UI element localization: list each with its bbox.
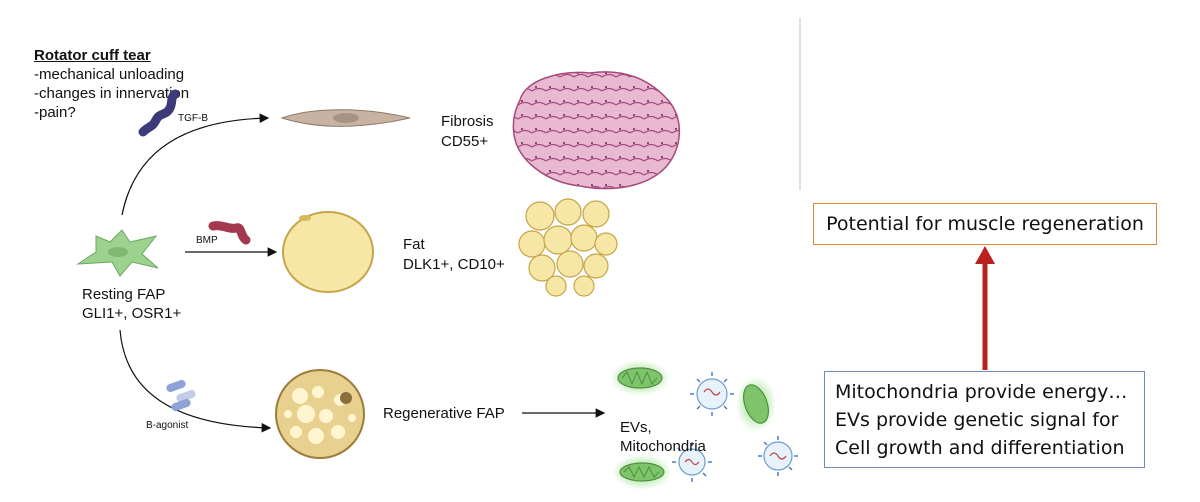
cause-item: -changes in innervation [34,85,190,102]
tgfb-label: TGF-B [178,113,208,124]
arrow-to-fibrosis [121,113,270,216]
resting-fap-marker: GLI1+, OSR1+ [82,305,182,322]
arrow-to-regenerative [119,329,272,433]
evs-label: EVs, [620,419,652,436]
regenerative-fap-label: Regenerative FAP [383,405,505,422]
cause-item: -pain? [34,104,76,121]
adipocyte-cell-icon [282,211,374,293]
regeneration-text: Potential for muscle regeneration [826,213,1144,235]
extracellular-vesicle-icon [690,372,734,416]
fibrosis-marker: CD55+ [441,133,489,150]
fat-marker: DLK1+, CD10+ [403,256,505,273]
bagonist-label: B-agonist [146,420,189,431]
mito-box-line: Cell growth and differentiation [835,437,1125,459]
mitochondria-box: Mitochondria provide energy… EVs provide… [824,371,1145,468]
fibrotic-tissue-icon [512,71,680,190]
extracellular-vesicle-icon [758,436,798,476]
tgfb-protein-icon [138,89,180,137]
fat-label: Fat [403,236,425,253]
mitochondria-icon [736,376,776,432]
mitochondria-icon [610,360,670,396]
mitochondria-icon [612,454,672,490]
regenerative-fap-cell-icon [275,369,365,459]
regeneration-box: Potential for muscle regeneration [813,203,1157,245]
resting-fap-cell-icon [76,229,159,277]
upward-arrow [975,246,995,370]
pill-icon [166,379,196,412]
bmp-label: BMP [196,235,218,246]
mito-box-line: EVs provide genetic signal for [835,409,1119,431]
cause-item: -mechanical unloading [34,66,185,83]
fibroblast-cell-icon [280,109,411,127]
resting-fap-label: Resting FAP [82,286,166,303]
fibrosis-label: Fibrosis [441,113,494,130]
cause-title: Rotator cuff tear [34,47,151,64]
extracellular-vesicle-icon [672,442,712,482]
fat-tissue-icon [518,198,618,297]
mitochondria-label: Mitochondria [620,438,706,455]
mito-box-line: Mitochondria provide energy… [835,381,1128,403]
bmp-protein-icon [208,221,251,245]
